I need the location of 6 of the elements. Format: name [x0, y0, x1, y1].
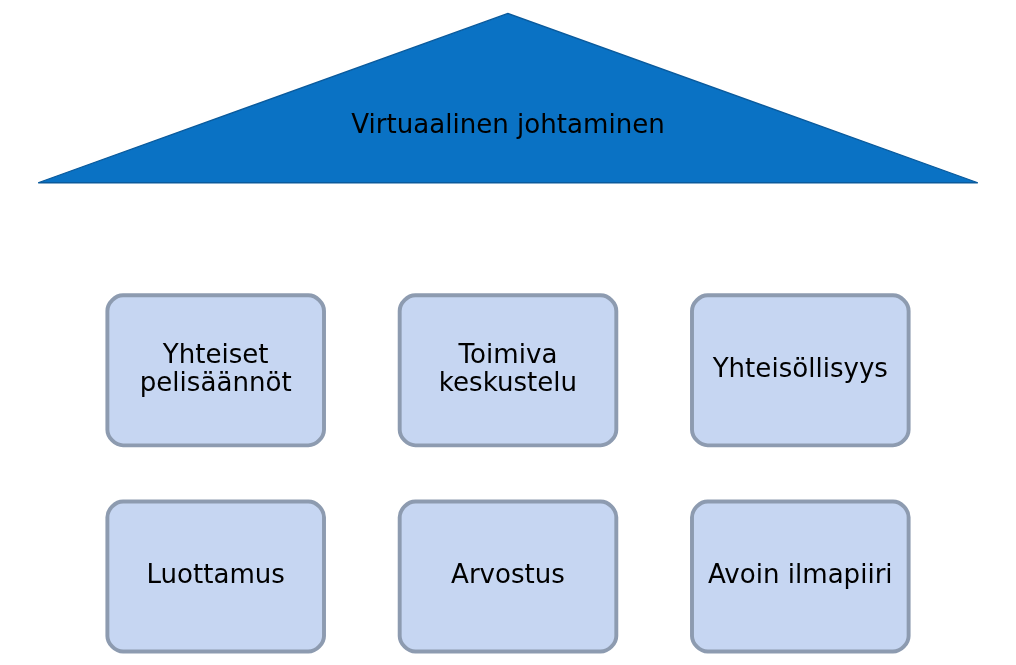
node-box: Yhteiset pelisäännöt — [105, 293, 326, 448]
node-box: Toimiva keskustelu — [397, 293, 619, 448]
node-box: Avoin ilmapiiri — [690, 499, 911, 654]
node-box: Arvostus — [397, 499, 619, 654]
node-box: Luottamus — [105, 499, 326, 654]
node-box: Yhteisöllisyys — [690, 293, 911, 448]
